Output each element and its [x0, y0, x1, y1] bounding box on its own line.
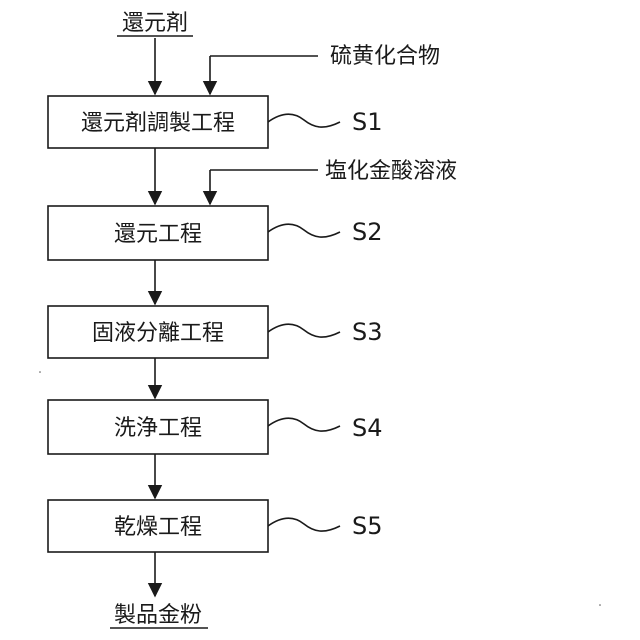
- step-id-s4: S4: [352, 414, 383, 442]
- scan-speck: [39, 371, 41, 373]
- step-label-s2: 還元工程: [114, 222, 202, 247]
- output-product-label: 製品金粉: [114, 603, 202, 628]
- wavy-leader-s1: [268, 114, 340, 127]
- input-reducing-agent-label: 還元剤: [122, 11, 188, 36]
- input-sulfide-label: 硫黄化合物: [330, 44, 440, 69]
- wavy-leader-s5: [268, 518, 340, 531]
- step-box-s1: 還元剤調製工程: [48, 96, 268, 148]
- wavy-leader-s3: [268, 324, 340, 337]
- step-label-s5: 乾燥工程: [114, 515, 202, 540]
- wavy-leader-s4: [268, 418, 340, 431]
- step-box-s5: 乾燥工程: [48, 500, 268, 552]
- step-id-s5: S5: [352, 512, 383, 540]
- step-box-s2: 還元工程: [48, 206, 268, 260]
- step-box-s3: 固液分離工程: [48, 306, 268, 358]
- step-label-s1: 還元剤調製工程: [81, 111, 235, 136]
- step-label-s4: 洗浄工程: [114, 416, 202, 441]
- wavy-leader-s2: [268, 224, 340, 237]
- step-id-s1: S1: [352, 108, 383, 136]
- step-id-s2: S2: [352, 218, 383, 246]
- scan-speck: [599, 604, 601, 606]
- input-chloroauric-acid-label: 塩化金酸溶液: [325, 159, 457, 184]
- step-label-s3: 固液分離工程: [92, 321, 224, 346]
- step-id-s3: S3: [352, 318, 383, 346]
- step-box-s4: 洗浄工程: [48, 400, 268, 454]
